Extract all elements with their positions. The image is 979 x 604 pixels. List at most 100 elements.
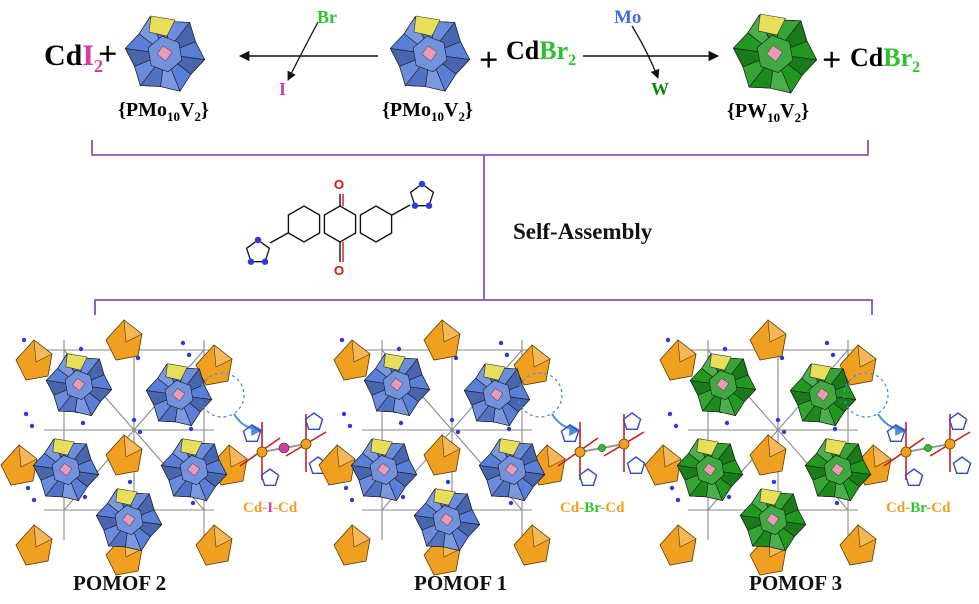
vanadium-site-pink (766, 513, 780, 527)
ligand-nitrogen-atom (261, 258, 269, 265)
cadmium-facet (677, 524, 697, 548)
vanadium-site-pink (156, 45, 173, 62)
vanadium-site-pink (377, 463, 391, 477)
triazole-ring (242, 424, 262, 442)
cadmium-atom (944, 438, 956, 450)
cadmium-facet (662, 444, 682, 468)
ligand-benzene-left (287, 205, 321, 243)
halide-exchange-curve (287, 21, 319, 81)
zoom-highlight-circle (199, 372, 245, 418)
vanadium-site-pink (716, 378, 730, 392)
cadmium-facet (531, 524, 551, 548)
vanadium-cap-yellow (52, 438, 75, 456)
cadmium-facet (531, 344, 551, 368)
vanadium-site-pink (831, 463, 845, 477)
framework-pomof1 (318, 319, 646, 576)
ligand-structure (245, 180, 435, 265)
vanadium-site-pink (390, 378, 404, 392)
vanadium-site-pink (703, 463, 717, 477)
cadmium-facet (351, 524, 371, 548)
framework-cluster (478, 438, 546, 502)
linker-nitrogen (834, 500, 840, 506)
vanadium-site-pink (505, 463, 519, 477)
linker-nitrogen (832, 426, 838, 432)
linker-nitrogen (824, 340, 830, 346)
vanadium-site-pink (59, 463, 73, 477)
lower-bracket (94, 299, 873, 315)
cadmium-facet (213, 344, 233, 368)
linker-nitrogen (78, 346, 84, 352)
triazole-ring (626, 456, 646, 474)
cadmium-facet (767, 319, 787, 343)
cadmium-atom (256, 446, 268, 458)
arrow2-outgoing-metal: W (651, 79, 669, 99)
framework-cluster (804, 438, 872, 502)
cadmium-facet (677, 339, 697, 363)
framework-cluster (363, 353, 431, 417)
vanadium-cap-yellow (757, 13, 786, 36)
linker-nitrogen (498, 340, 504, 346)
framework-cluster (676, 438, 744, 502)
cluster-pmo10v2-center (389, 15, 471, 92)
linker-nitrogen (180, 340, 186, 346)
vanadium-cap-yellow (383, 353, 406, 371)
cadmium-facet (33, 339, 53, 363)
linker-nitrogen (82, 494, 88, 500)
linker-nitrogen (343, 485, 349, 491)
cadmium-polyhedron (105, 319, 143, 361)
linker-nitrogen (400, 494, 406, 500)
ligand-triazole-left (245, 239, 271, 263)
cluster-label-3: {PW10V2} (727, 100, 809, 125)
plus-sign-1: + (98, 36, 118, 73)
triazole-ring (952, 456, 972, 474)
cluster-label-1: {PMo10V2} (118, 99, 209, 124)
framework-cluster (160, 438, 228, 502)
vanadium-cap-yellow (148, 15, 176, 37)
cadmium-facet (857, 524, 877, 548)
cadmium-polyhedron (0, 444, 38, 486)
framework-panels (0, 319, 972, 576)
linker-nitrogen (673, 423, 679, 429)
linker-nitrogen (779, 355, 785, 361)
bridging-halide-atom (278, 442, 290, 454)
linker-nitrogen (31, 497, 37, 503)
vanadium-cap-yellow (483, 363, 506, 381)
bridge-label-pomof1: Cd-Br-Cd (560, 500, 625, 516)
cadmium-atom (300, 438, 312, 450)
vanadium-cap-yellow (696, 438, 719, 456)
arrow1-incoming-halide: Br (317, 7, 337, 27)
assembly-bracket (91, 140, 873, 315)
linker-nitrogen (675, 497, 681, 503)
linker-nitrogen (190, 500, 196, 506)
triazole-ring (948, 412, 968, 430)
linker-nitrogen (445, 479, 451, 485)
ligand-carbonyl-bottom: O (334, 263, 345, 278)
linker-nitrogen (506, 426, 512, 432)
linker-nitrogen (771, 479, 777, 485)
vanadium-site-pink (172, 388, 186, 402)
cadmium-polyhedron (333, 524, 371, 566)
vanadium-site-pink (816, 388, 830, 402)
framework-cluster (789, 363, 857, 427)
ligand-nitrogen-atom (425, 202, 433, 209)
ligand-nitrogen-atom (411, 202, 419, 209)
framework-cluster (739, 488, 807, 552)
cadmium-facet (336, 444, 356, 468)
linker-nitrogen (775, 417, 781, 423)
vanadium-site-pink (766, 45, 783, 62)
linker-nitrogen (665, 337, 671, 343)
ligand-benzene-right (359, 205, 393, 243)
framework-cluster (32, 438, 100, 502)
vanadium-site-pink (421, 45, 438, 62)
vanadium-cap-yellow (180, 438, 203, 456)
linker-nitrogen (21, 337, 27, 343)
vanadium-cap-yellow (809, 363, 832, 381)
linker-nitrogen (80, 420, 86, 426)
vanadium-cap-yellow (433, 488, 456, 506)
framework-pomof2 (0, 319, 328, 576)
cadmium-polyhedron (318, 444, 356, 486)
cadmium-polyhedron (749, 434, 787, 476)
cadmium-polyhedron (659, 524, 697, 566)
linker-nitrogen (449, 417, 455, 423)
cadmium-facet (872, 444, 892, 468)
